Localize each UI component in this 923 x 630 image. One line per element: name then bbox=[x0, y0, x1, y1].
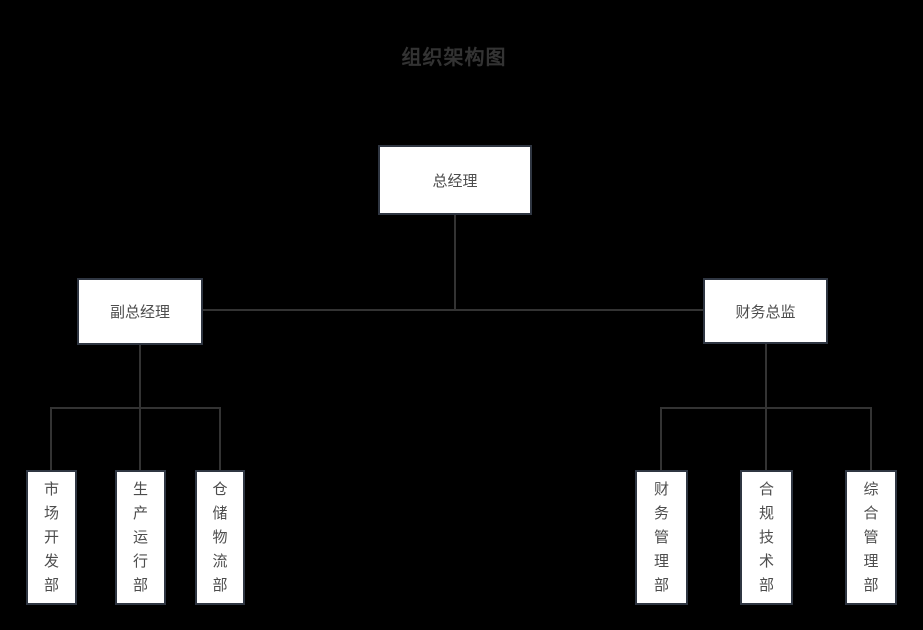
org-node-label: 生产运行部 bbox=[132, 480, 148, 594]
connector-left-bar bbox=[50, 407, 221, 409]
org-node-deputy-general-manager[interactable]: 副总经理 bbox=[77, 278, 203, 345]
org-node-label: 市场开发部 bbox=[43, 480, 59, 594]
org-node-label: 综合管理部 bbox=[863, 480, 879, 594]
connector-cfo-down bbox=[765, 343, 767, 409]
org-node-general-manager[interactable]: 总经理 bbox=[378, 145, 532, 215]
org-node-label: 副总经理 bbox=[109, 304, 170, 321]
org-node-finance-director[interactable]: 财务总监 bbox=[703, 278, 828, 344]
org-node-label: 财务管理部 bbox=[653, 480, 669, 594]
org-node-general-administration-dept[interactable]: 综合管理部 bbox=[845, 470, 897, 605]
connector-left-child-3 bbox=[219, 407, 221, 470]
connector-left-child-1 bbox=[50, 407, 52, 470]
connector-right-child-3 bbox=[870, 407, 872, 470]
org-node-compliance-technology-dept[interactable]: 合规技术部 bbox=[740, 470, 793, 605]
org-node-label: 合规技术部 bbox=[758, 480, 774, 594]
org-node-production-operation-dept[interactable]: 生产运行部 bbox=[115, 470, 166, 605]
connector-level2-bar bbox=[202, 309, 704, 311]
connector-right-child-2 bbox=[765, 407, 767, 470]
chart-title: 组织架构图 bbox=[401, 47, 507, 69]
connector-right-child-1 bbox=[660, 407, 662, 470]
org-node-market-development-dept[interactable]: 市场开发部 bbox=[26, 470, 77, 605]
org-node-label: 仓储物流部 bbox=[212, 480, 228, 594]
connector-left-child-2 bbox=[139, 407, 141, 470]
connector-gm-down bbox=[454, 215, 456, 311]
connector-dgm-down bbox=[139, 344, 141, 409]
org-node-warehouse-logistics-dept[interactable]: 仓储物流部 bbox=[195, 470, 245, 605]
org-node-finance-management-dept[interactable]: 财务管理部 bbox=[635, 470, 688, 605]
org-node-label: 财务总监 bbox=[735, 303, 796, 321]
org-node-label: 总经理 bbox=[432, 172, 478, 190]
